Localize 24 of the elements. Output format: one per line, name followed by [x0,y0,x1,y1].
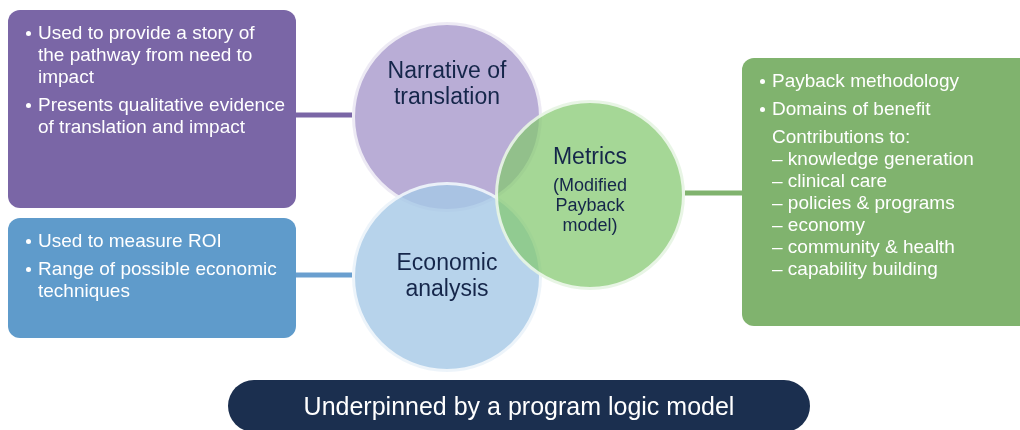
bullet-item: Used to measure ROI [24,230,286,252]
list-item: Contributions to: [771,126,912,148]
list-item: – capability building [771,258,939,280]
connector-line [296,112,352,118]
list-item: – community & health [771,236,956,258]
circle-title: Narrative of translation [386,57,508,109]
banner: Underpinned by a program logic model [228,380,810,430]
connector-line [296,272,352,278]
bullet-item: Domains of benefit [758,98,1020,120]
description-box [8,218,296,338]
list-item: – policies & programs [771,192,956,214]
bullet-item: Presents qualitative evidence of translation and impact [24,94,286,138]
connector-line [685,190,742,196]
bullet-item: Payback methodology [758,70,1020,92]
circle-title: Economic analysis [395,249,499,301]
bullet-item: Range of possible economic techniques [24,258,286,302]
bullet-item: Used to provide a story of the pathway from need to impact [24,22,286,88]
description-box [742,58,1020,326]
list-item: – economy [771,214,866,236]
circle-title: Metrics [551,143,629,169]
list-item: – knowledge generation [771,148,975,170]
circle-subtitle: (Modified Payback model) [552,175,628,235]
list-item: – clinical care [771,170,889,192]
description-box [8,10,296,208]
